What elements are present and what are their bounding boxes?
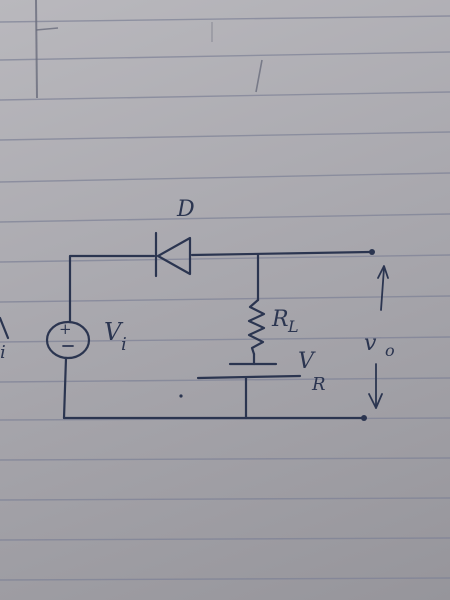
pencil-marks: [35, 0, 263, 99]
reference-label: V: [298, 349, 316, 374]
output-voltage-arrows: [368, 265, 389, 409]
reference-label-sub: R: [311, 374, 326, 395]
cropped-label-sub: i: [0, 342, 6, 363]
output-terminals: [361, 249, 375, 421]
resistor-label: R: [271, 307, 289, 332]
diode-symbol: [154, 231, 192, 278]
ink-dot: [179, 394, 183, 398]
top-terminal: [369, 249, 375, 255]
cropped-stroke: [0, 316, 10, 340]
output-label: v: [364, 331, 377, 356]
output-label-sub: o: [385, 341, 395, 360]
resistor-symbol: [247, 298, 266, 356]
input-source-symbol: +: [45, 320, 91, 360]
resistor-label-sub: L: [287, 317, 299, 336]
ruled-lines: [0, 15, 450, 581]
source-label: V: [104, 318, 124, 346]
plus-sign: +: [59, 320, 72, 338]
source-label-sub: i: [121, 334, 127, 355]
reference-source-symbol: [196, 362, 302, 380]
diode-label: D: [176, 197, 195, 222]
bottom-terminal: [361, 415, 367, 421]
circuit-wires: [62, 250, 372, 420]
